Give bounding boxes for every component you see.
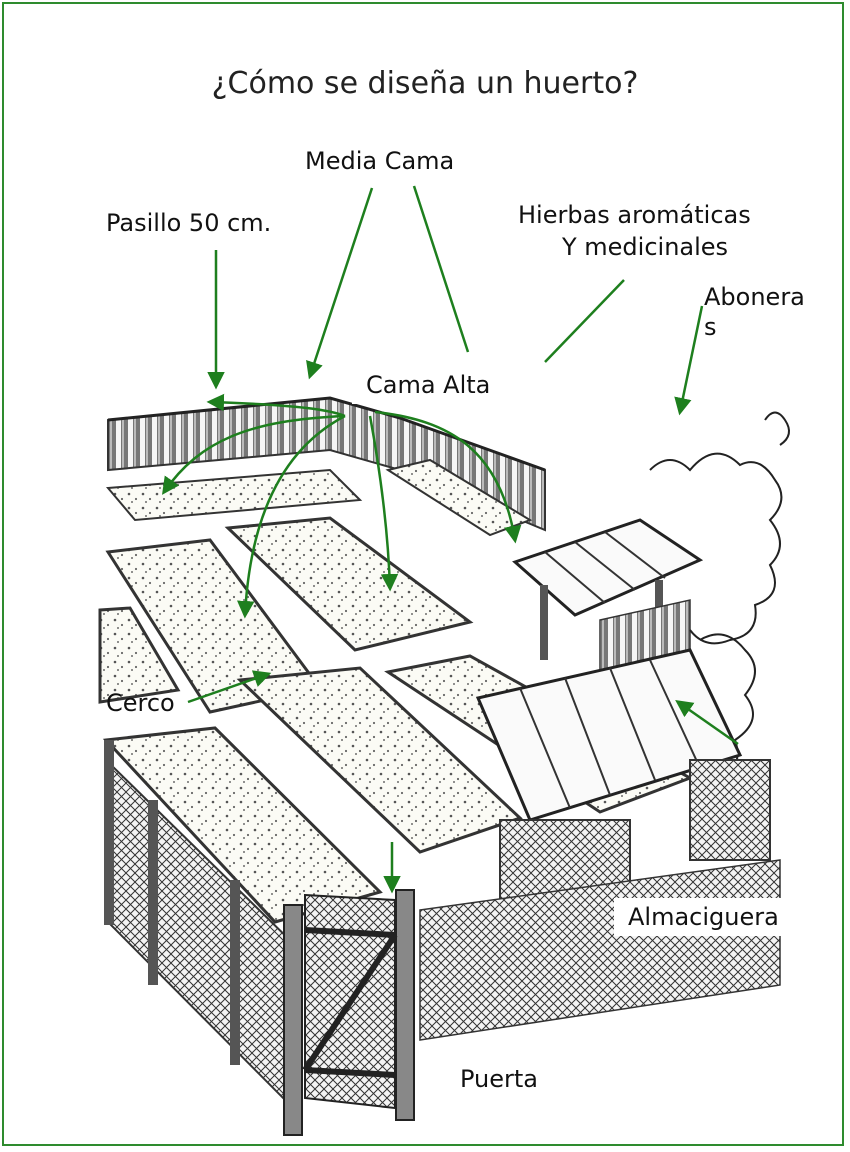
label-media-cama: Media Cama <box>305 147 455 175</box>
label-aboneras-line2: s <box>704 313 717 341</box>
line-hierbas <box>544 279 625 363</box>
arrow-cerco <box>187 670 272 704</box>
label-cama-alta: Cama Alta <box>352 366 505 404</box>
label-hierbas-line2: Y medicinales <box>562 233 729 261</box>
label-aboneras-line1: Abonera <box>704 283 805 311</box>
half-beds <box>105 458 533 537</box>
arrow-media-cama <box>306 187 374 380</box>
label-hierbas-line1: Hierbas aromáticas <box>518 201 751 229</box>
line-media-cama-right <box>412 185 470 353</box>
diagram-title: ¿Cómo se diseña un huerto? <box>211 66 639 101</box>
label-cerco: Cerco <box>106 689 175 717</box>
annotation-arrows <box>162 185 739 894</box>
arrow-cama-alta-5 <box>374 410 522 544</box>
arrow-aboneras <box>674 305 704 416</box>
arrow-almaciguera <box>675 699 739 746</box>
arrow-cama-alta-3 <box>237 414 346 619</box>
label-almaciguera: Almaciguera <box>614 898 793 936</box>
arrow-cama-alta-1 <box>206 393 346 418</box>
label-puerta: Puerta <box>436 1054 563 1104</box>
gate <box>283 889 415 1136</box>
arrow-cama-alta-2 <box>162 414 346 495</box>
label-pasillo: Pasillo 50 cm. <box>106 209 272 237</box>
arrow-cama-alta-4 <box>368 415 399 592</box>
